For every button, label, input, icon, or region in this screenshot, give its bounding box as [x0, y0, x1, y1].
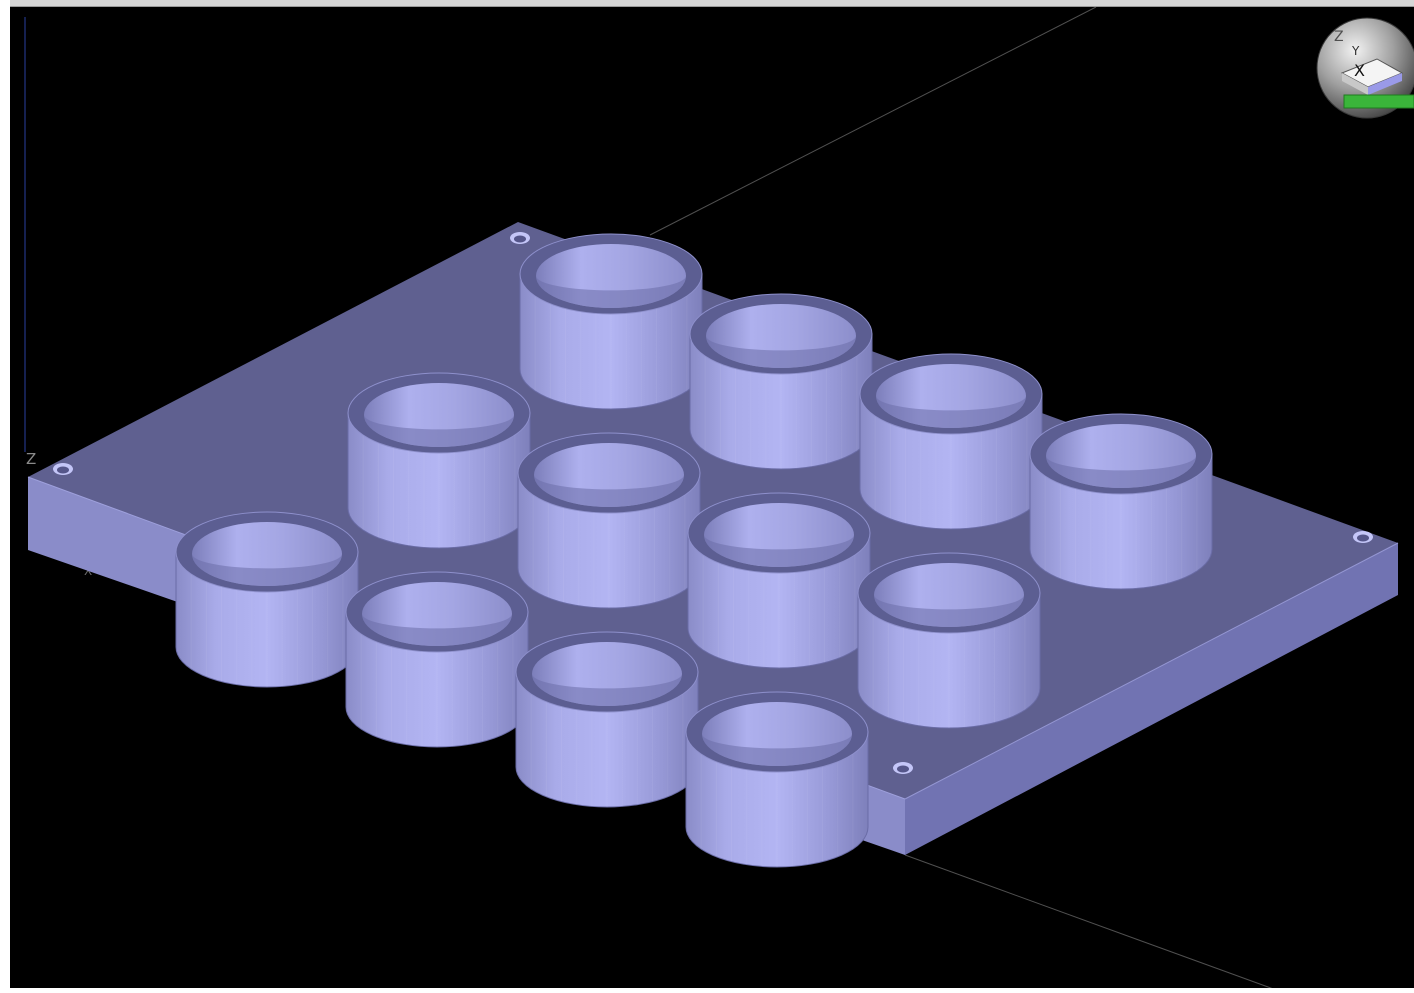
3d-viewport[interactable]: Z X Z Y X — [10, 7, 1414, 988]
well — [517, 432, 701, 609]
axis-label-z: Z — [26, 450, 36, 468]
axis-lines — [24, 7, 1273, 988]
well — [345, 571, 529, 748]
well — [689, 293, 873, 470]
well — [515, 631, 699, 808]
well-inner-shadow — [874, 595, 1024, 627]
mounting-hole — [510, 232, 530, 244]
well — [519, 233, 703, 410]
well — [687, 492, 871, 669]
well-inner-shadow — [536, 276, 686, 308]
cube-label-x: X — [1354, 61, 1365, 80]
wells-group — [175, 233, 1213, 868]
axis-label-x: X — [84, 564, 92, 578]
well — [685, 691, 869, 868]
cube-label-z: Z — [1334, 29, 1344, 45]
well — [859, 353, 1043, 530]
well-inner-shadow — [704, 535, 854, 567]
well-inner-shadow — [534, 475, 684, 507]
cube-label-y: Y — [1351, 44, 1360, 58]
well-inner-shadow — [192, 554, 342, 586]
well-inner-shadow — [364, 415, 514, 447]
mounting-hole — [893, 762, 913, 774]
well — [175, 511, 359, 688]
well-inner-shadow — [1046, 456, 1196, 488]
viewport-bottom-border — [0, 988, 1414, 993]
mounting-hole — [1353, 531, 1373, 543]
viewport-left-border — [0, 0, 10, 993]
viewport-top-border — [0, 0, 1414, 7]
view-orientation-cube-icon[interactable]: Z Y X — [1316, 17, 1414, 119]
well-inner-shadow — [876, 396, 1026, 428]
mounting-holes — [53, 232, 1373, 774]
well — [347, 372, 531, 549]
well-inner-shadow — [362, 614, 512, 646]
mounting-hole — [53, 463, 73, 475]
view-indicator-bar — [1343, 94, 1414, 109]
well — [1029, 413, 1213, 590]
well-inner-shadow — [702, 734, 852, 766]
well-inner-shadow — [706, 336, 856, 368]
well-inner-shadow — [532, 674, 682, 706]
well — [857, 552, 1041, 729]
